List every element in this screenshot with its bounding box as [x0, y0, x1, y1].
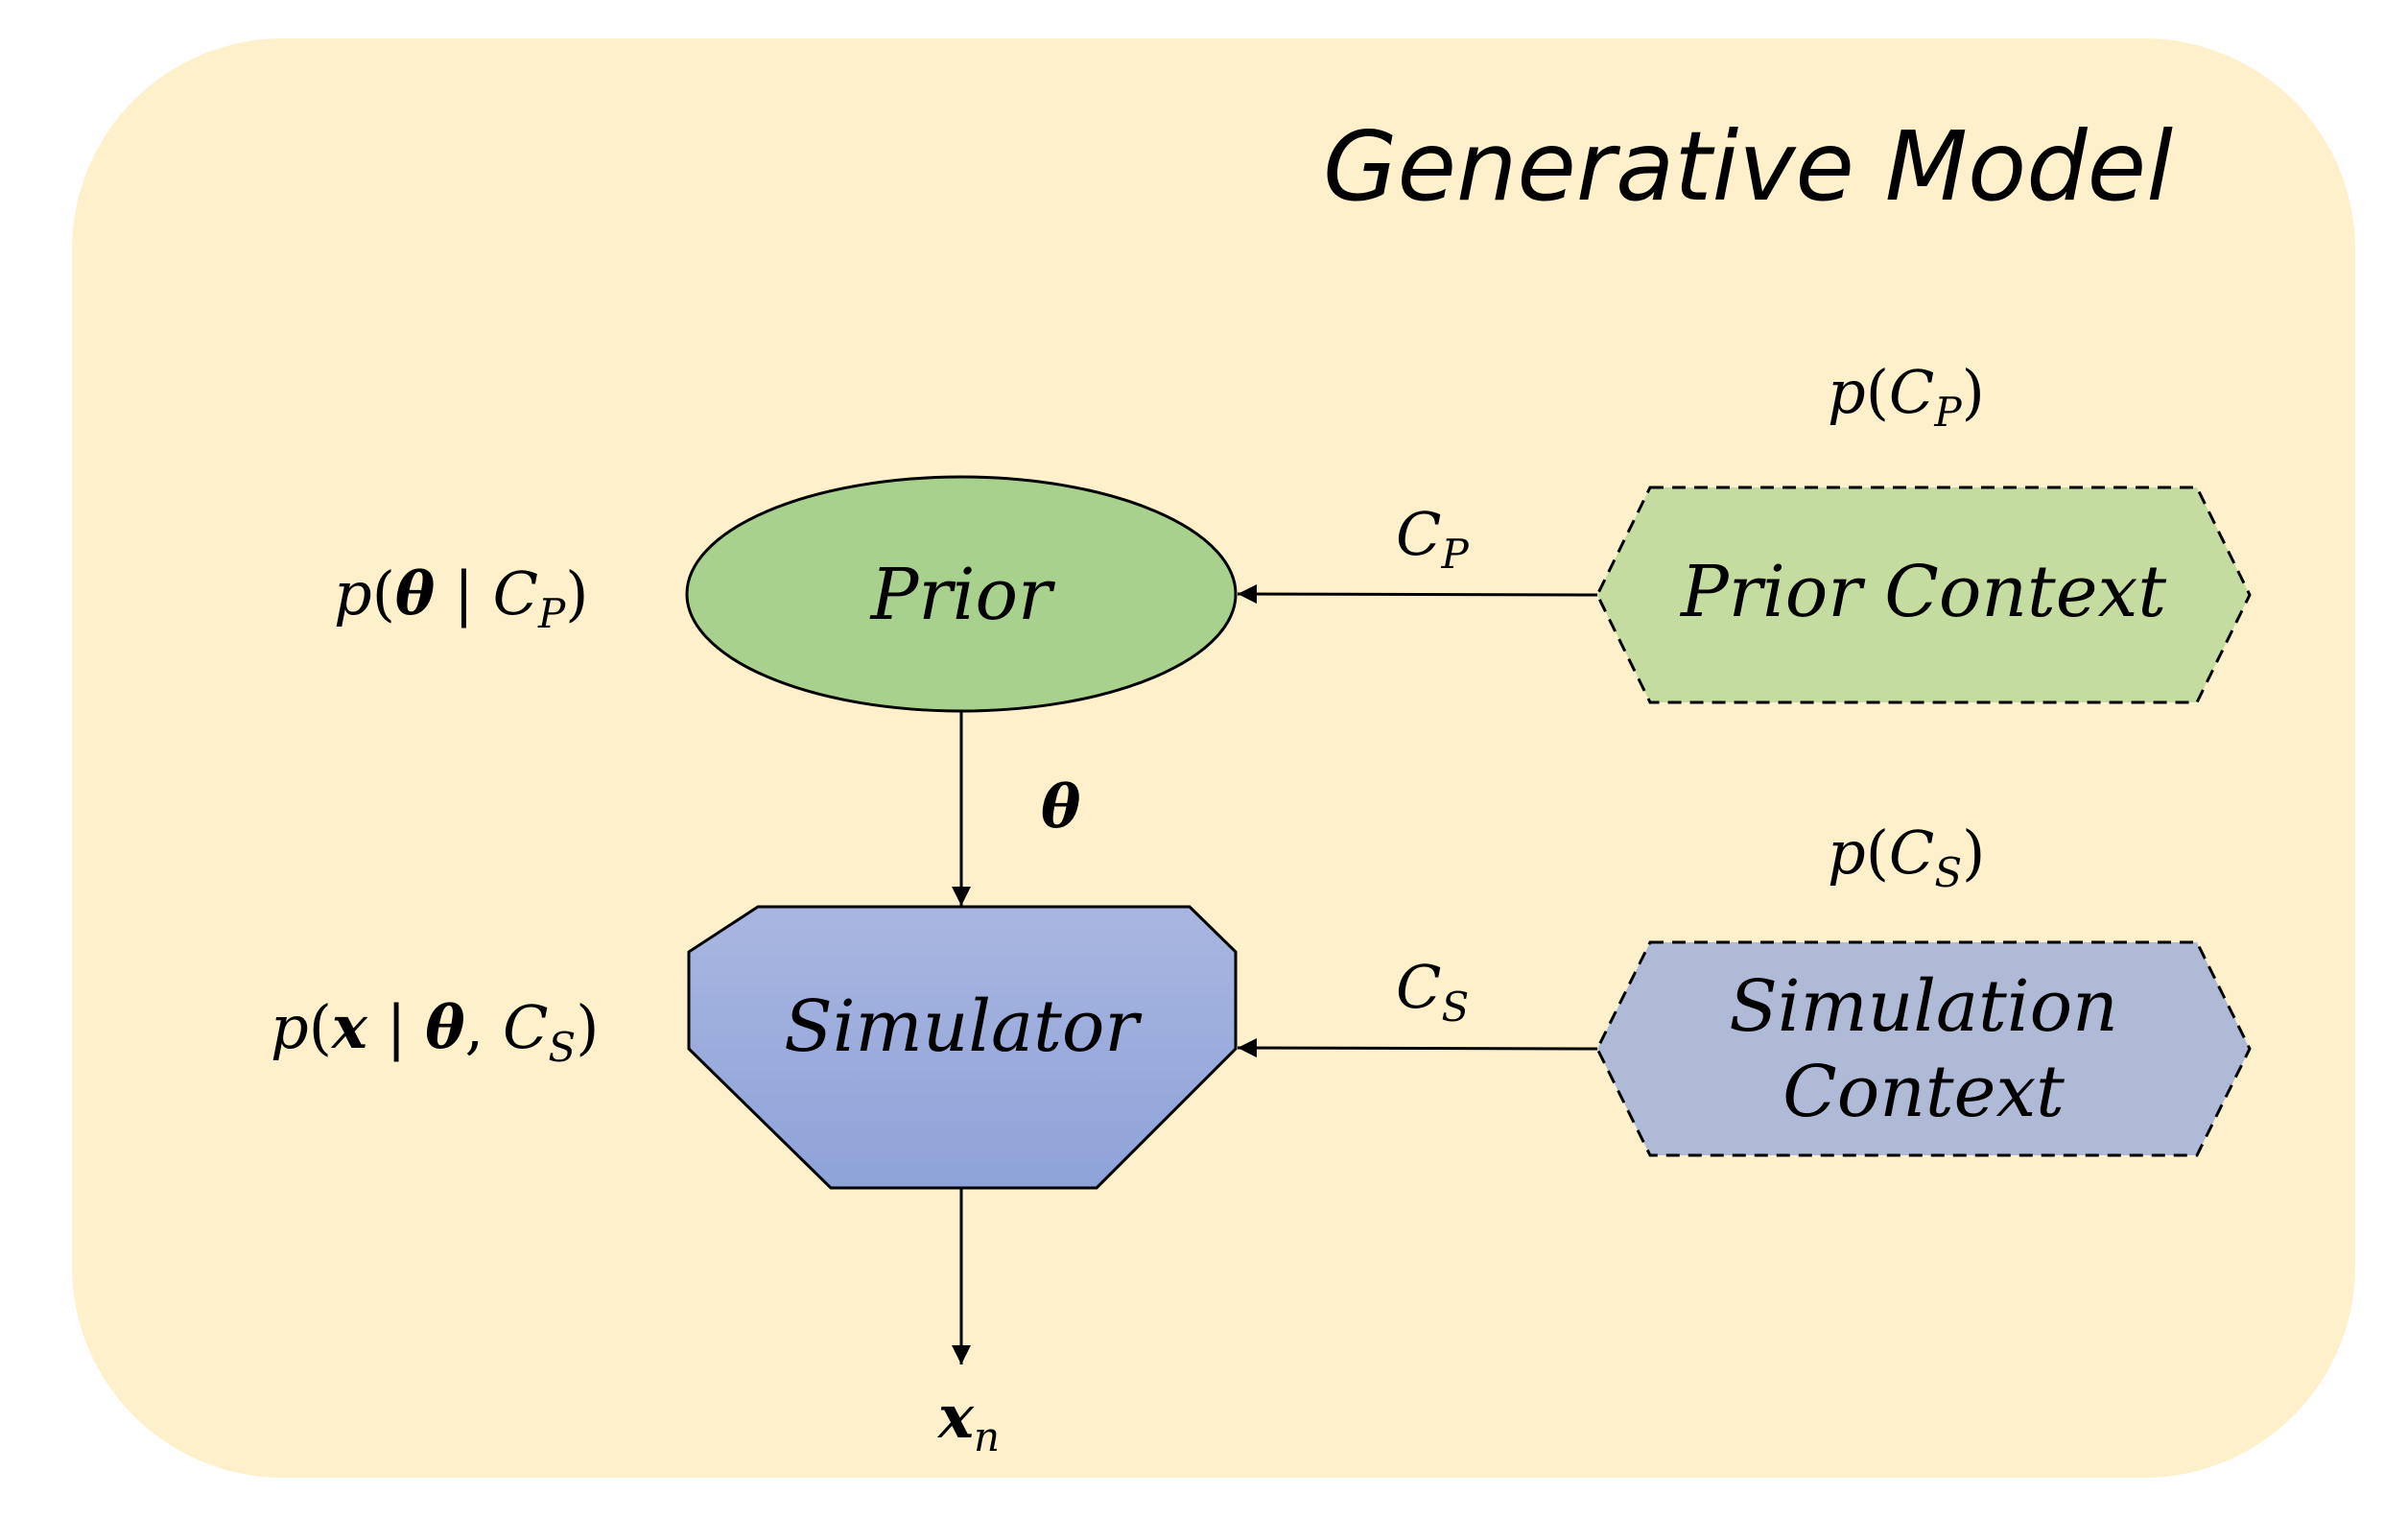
prior-node-shape	[685, 475, 1238, 713]
prior-node-label: Prior	[869, 554, 1056, 636]
edge-prior-context-to-prior	[1237, 584, 1598, 605]
simulation-context-node-shape	[1595, 940, 2252, 1157]
prior-node: Prior	[685, 475, 1238, 713]
panel-title: Generative Model	[1323, 110, 2173, 223]
simulator-node-label: Simulator	[784, 985, 1143, 1068]
simulator-annotation: p(x | θ, CS)	[271, 992, 599, 1071]
generative-model-panel	[72, 38, 2355, 1478]
simulator-node-shape	[687, 905, 1238, 1190]
edge-label-prior-context: CP	[1396, 499, 1469, 578]
simulation-context-node: Simulation Context	[1595, 940, 2252, 1157]
edge-label-theta: θ	[1041, 771, 1081, 842]
simulation-context-node-label-line1: Simulation	[1729, 965, 2118, 1048]
prior-context-annotation: p(CP)	[1828, 357, 1985, 436]
prior-annotation: p(θ | CP)	[334, 558, 589, 637]
edge-label-simulation-context: CS	[1396, 952, 1469, 1031]
simulator-node: Simulator	[687, 905, 1238, 1190]
prior-context-node-label: Prior Context	[1679, 551, 2166, 633]
edge-simulation-context-to-simulator	[1237, 1038, 1598, 1058]
prior-context-node: Prior Context	[1595, 486, 2252, 704]
prior-context-node-shape	[1595, 486, 2252, 704]
simulation-context-annotation: p(CS)	[1828, 818, 1985, 896]
simulation-context-node-label-line2: Context	[1782, 1051, 2065, 1133]
output-label-xn: xn	[936, 1382, 1000, 1460]
